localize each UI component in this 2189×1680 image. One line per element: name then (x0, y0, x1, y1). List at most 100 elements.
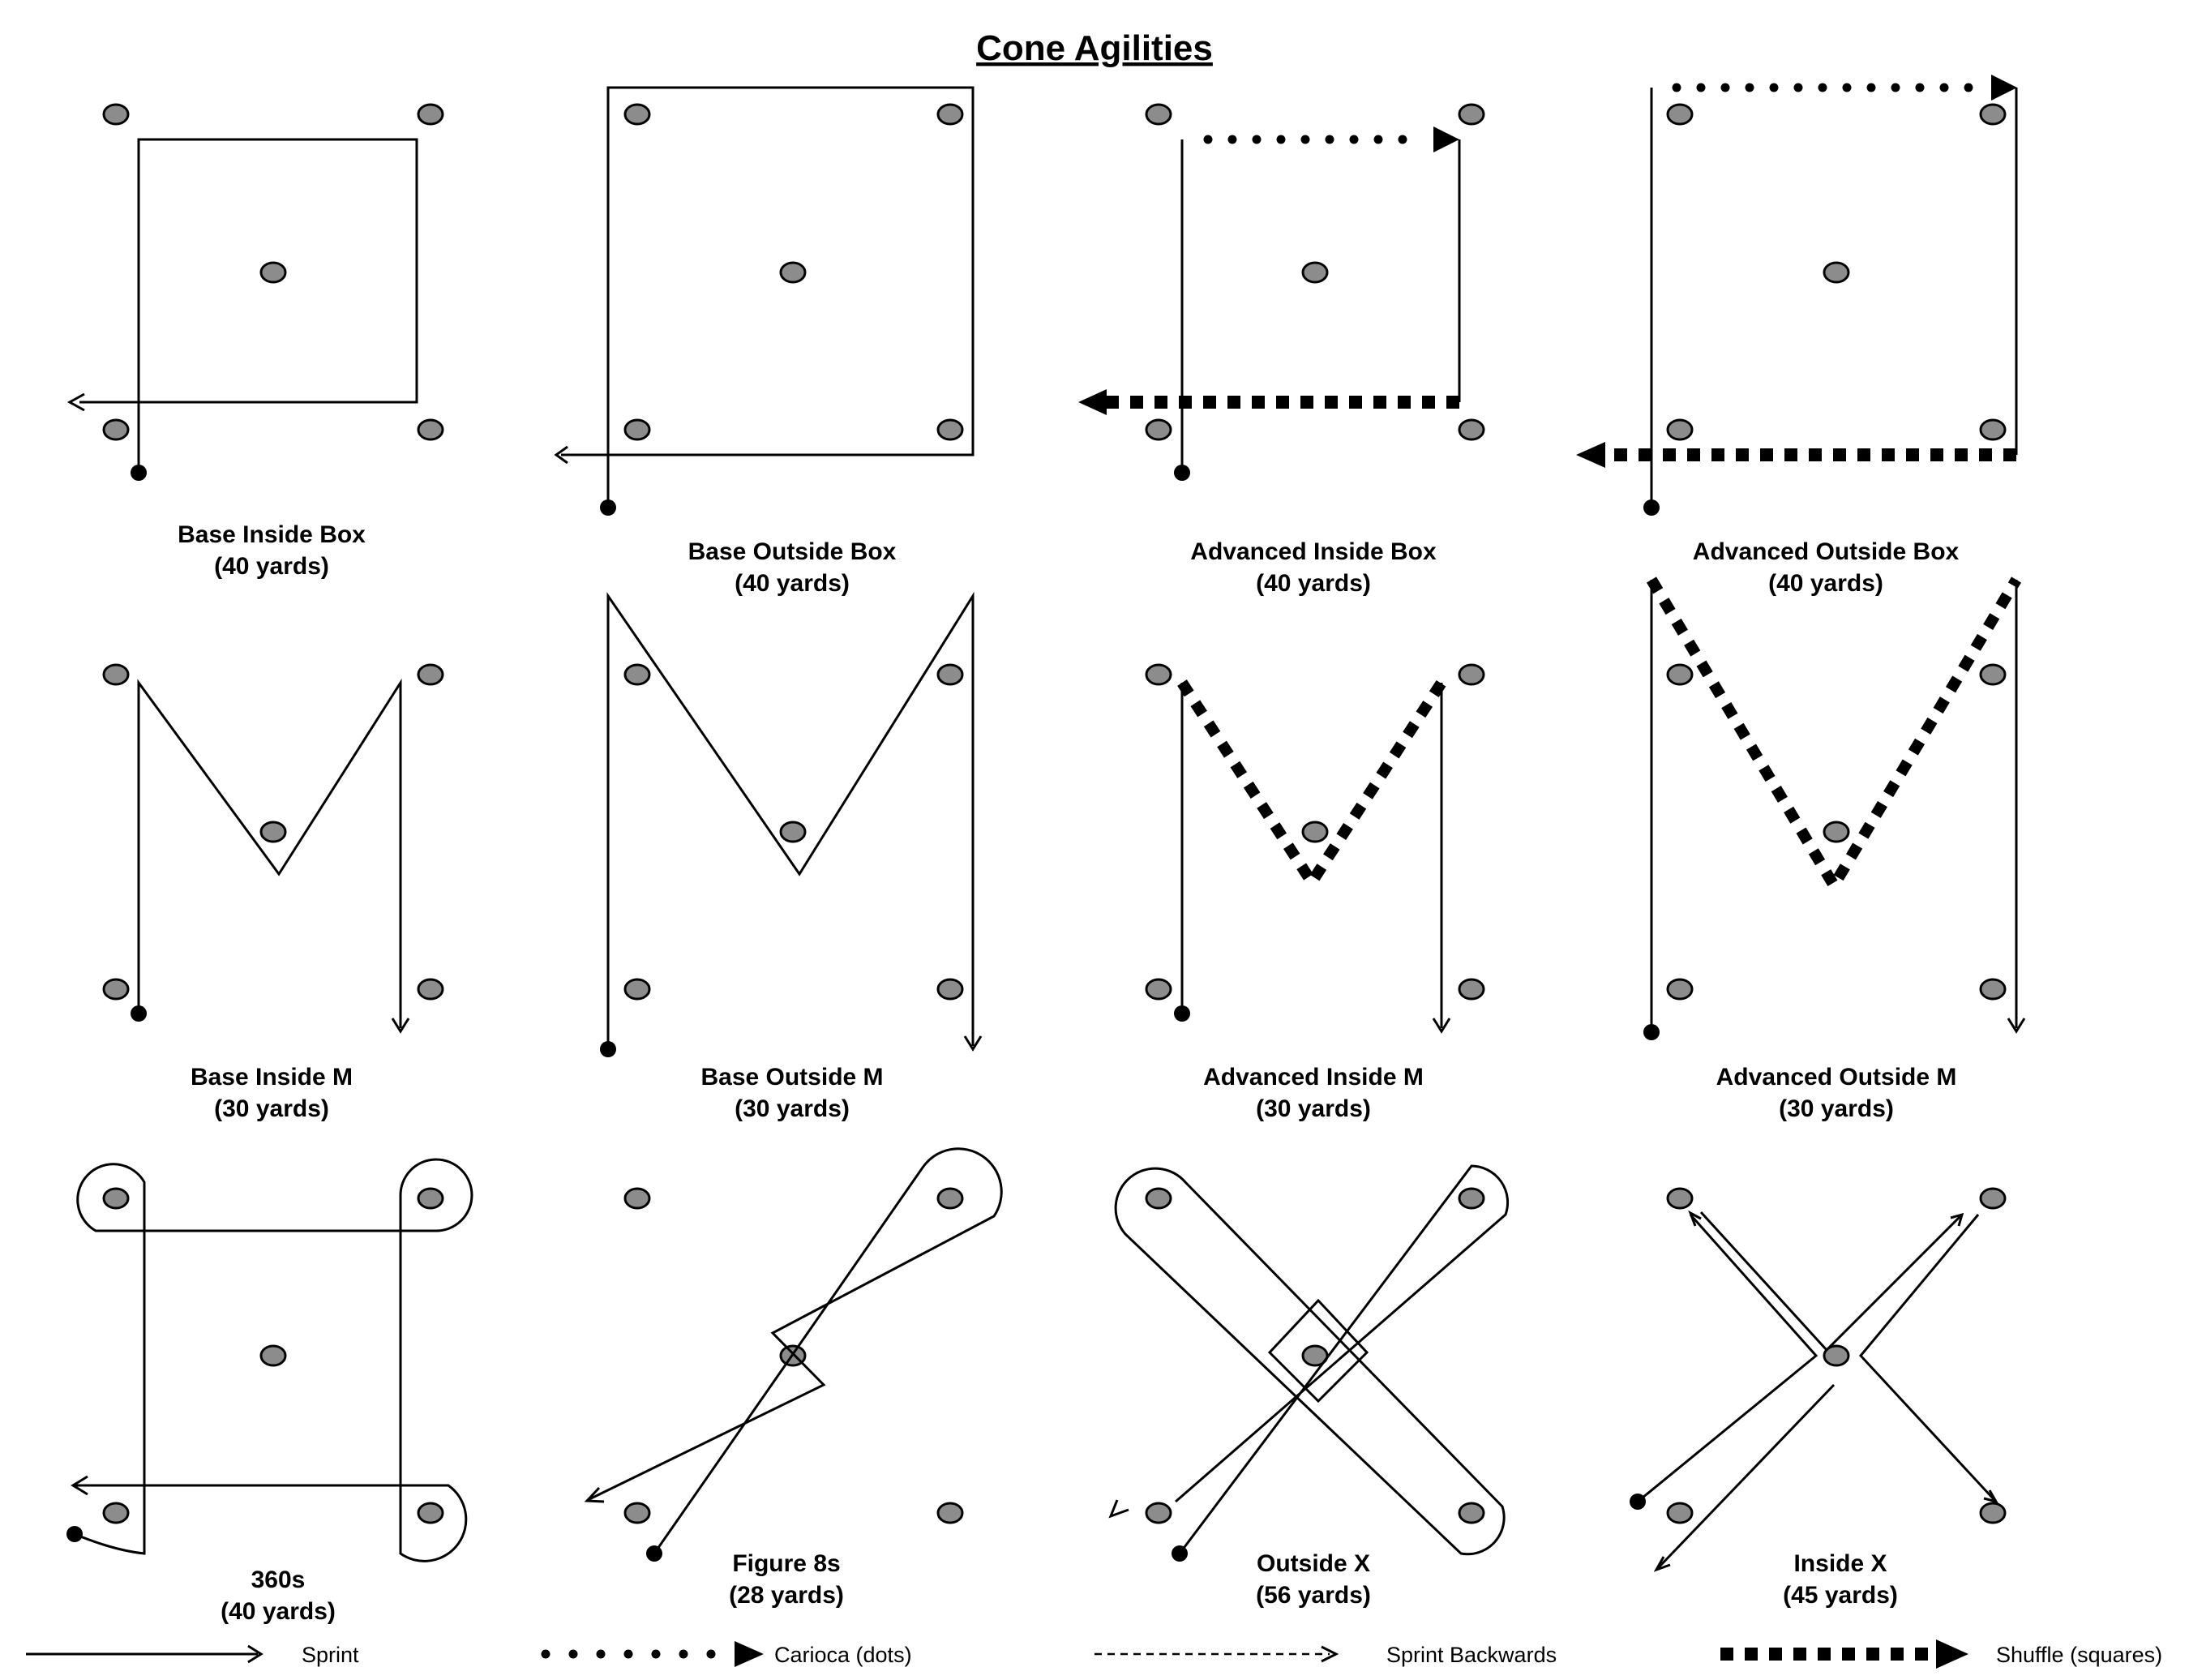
arrowhead (1688, 1210, 1702, 1227)
cones (102, 1187, 444, 1524)
diagram-advanced-outside-m: Advanced Outside M (30 yards) (1643, 576, 2026, 1122)
cones (1666, 663, 2007, 1001)
legend-shuffle: Shuffle (squares) (1720, 1639, 2162, 1669)
sprint-path (1656, 1383, 1836, 1570)
cone (259, 261, 287, 284)
legend-label: Sprint (302, 1643, 359, 1667)
cone (1145, 978, 1172, 1001)
diagram-inside-x: Inside X (45 yards) (1630, 1187, 2007, 1609)
diagram-label: Inside X (1793, 1550, 1887, 1577)
diagram-distance: (40 yards) (1256, 570, 1371, 597)
sprint-path (79, 138, 418, 473)
sprint-path (1175, 1164, 1510, 1554)
cone (779, 821, 807, 843)
cone (1666, 103, 1694, 126)
cones (1145, 1187, 1485, 1524)
diagram-advanced-inside-box: Advanced Inside Box (40 yards) (1078, 103, 1485, 597)
diagram-label: Base Inside Box (178, 521, 366, 548)
cone (936, 978, 964, 1001)
diagram-base-outside-box: Base Outside Box (40 yards) (554, 86, 975, 597)
cone (1458, 418, 1485, 441)
legend: Sprint Carioca (dots) Sprint Backwards S… (26, 1639, 2162, 1669)
cone (417, 418, 444, 441)
diagram-distance: (30 yards) (214, 1095, 329, 1122)
diagram-outside-x: Outside X (56 yards) (1108, 1164, 1510, 1609)
cone (102, 663, 130, 686)
diagram-base-inside-m: Base Inside M (30 yards) (102, 663, 444, 1122)
diagram-label: Base Inside M (191, 1064, 353, 1091)
cone (936, 663, 964, 686)
cone (1979, 1502, 2007, 1524)
sprint-path (1637, 1214, 1818, 1503)
diagram-distance: (45 yards) (1783, 1582, 1898, 1609)
cones (1145, 663, 1485, 1001)
cone (102, 1502, 130, 1524)
cone (1145, 1502, 1172, 1524)
cone (417, 1502, 444, 1524)
cone (1458, 663, 1485, 686)
arrowhead (1432, 1018, 1451, 1034)
arrowhead (1108, 1499, 1129, 1519)
arrowhead (963, 1035, 983, 1052)
arrowhead (735, 1641, 764, 1667)
diagram-label: 360s (251, 1566, 306, 1593)
cone (417, 978, 444, 1001)
cone (623, 1502, 651, 1524)
cone (259, 821, 287, 843)
shuffle-path (1646, 576, 2022, 897)
cone (1666, 978, 1694, 1001)
diagram-label: Advanced Outside M (1716, 1064, 1957, 1091)
cones (1145, 103, 1485, 441)
arrowhead (247, 1644, 263, 1664)
diagram-360s: 360s (40 yards) (66, 1158, 473, 1625)
cones (102, 663, 444, 1001)
sprint-path (606, 591, 975, 1049)
diagram-distance: (40 yards) (214, 553, 329, 580)
diagram-label: Outside X (1257, 1550, 1370, 1577)
sprint-path (561, 86, 975, 508)
cone (1666, 1187, 1694, 1210)
cone (1145, 418, 1172, 441)
cone (1979, 663, 2007, 686)
cone (936, 418, 964, 441)
legend-carioca: Carioca (dots) (541, 1641, 912, 1667)
cone (1145, 103, 1172, 126)
arrowhead (71, 1475, 88, 1496)
diagram-distance: (40 yards) (221, 1598, 336, 1625)
cone (1458, 103, 1485, 126)
page-title: Cone Agilities (976, 28, 1213, 68)
arrowhead (1653, 1556, 1671, 1572)
sprint-path (1114, 1167, 1506, 1556)
cone (936, 1187, 964, 1210)
cone (417, 103, 444, 126)
cone (1666, 663, 1694, 686)
arrowhead (2007, 1018, 2026, 1034)
arrowhead (1576, 442, 1605, 468)
sprint-path (1699, 1211, 1962, 1352)
diagram-distance: (28 yards) (729, 1582, 844, 1609)
cone (1979, 103, 2007, 126)
cone (1666, 1502, 1694, 1524)
diagram-distance: (30 yards) (1256, 1095, 1371, 1122)
cone (1979, 1187, 2007, 1210)
arrowhead (1983, 1489, 1999, 1504)
cones (1666, 1187, 2007, 1524)
diagram-advanced-inside-m: Advanced Inside M (30 yards) (1145, 663, 1485, 1122)
diagram-distance: (30 yards) (1779, 1095, 1894, 1122)
sprint-path (589, 1147, 1003, 1554)
cone (1979, 418, 2007, 441)
diagram-label: Advanced Outside Box (1693, 538, 1960, 565)
cone (936, 103, 964, 126)
cones (623, 103, 964, 441)
cone (779, 261, 807, 284)
arrowhead (1433, 126, 1459, 152)
cone (417, 1187, 444, 1210)
cone (1823, 821, 1850, 843)
cone (623, 418, 651, 441)
diagram-base-outside-m: Base Outside M (30 yards) (600, 591, 983, 1122)
diagram-distance: (30 yards) (735, 1095, 850, 1122)
arrowhead (1078, 389, 1107, 415)
cone (1823, 1344, 1850, 1367)
diagram-figure-8s: Figure 8s (28 yards) (584, 1147, 1003, 1609)
